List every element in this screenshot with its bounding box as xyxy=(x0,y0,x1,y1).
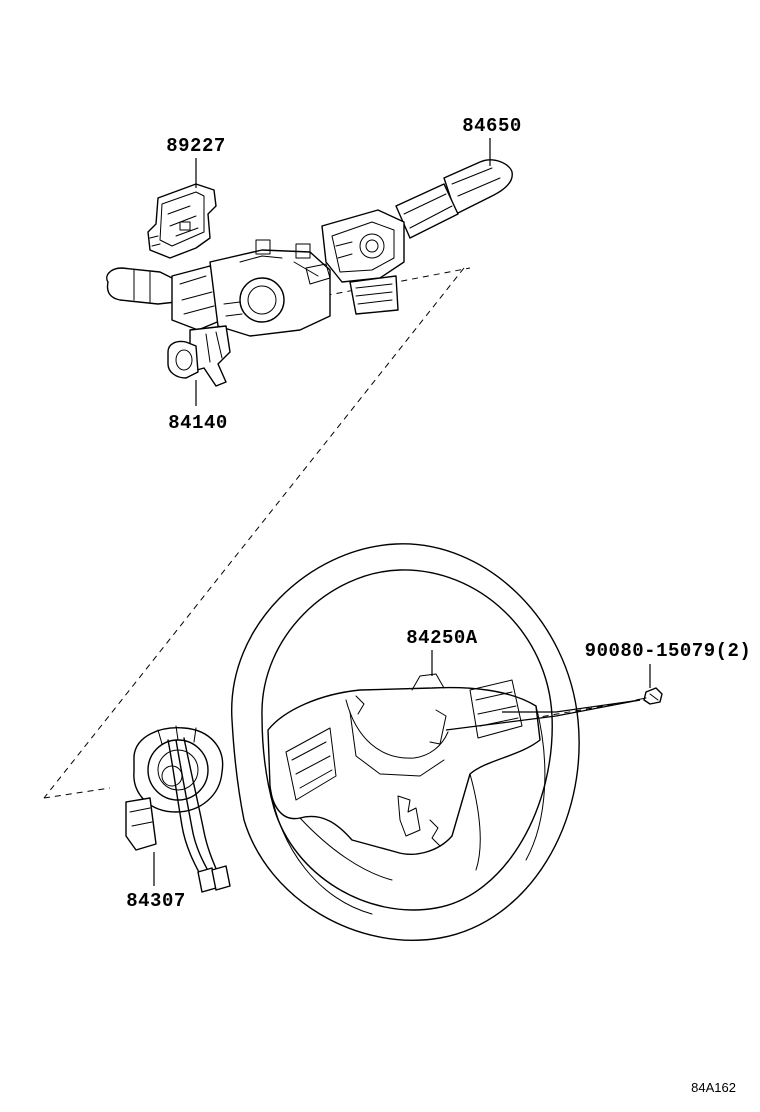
part-label-84250A[interactable]: 84250A xyxy=(406,627,478,649)
part-90080-screw-drawing xyxy=(635,687,663,705)
leader-lines xyxy=(153,138,651,886)
part-84140-drawing xyxy=(106,239,331,387)
part-84307-drawing xyxy=(125,725,231,893)
part-label-90080-15079[interactable]: 90080-15079(2) xyxy=(585,640,752,662)
part-label-89227[interactable]: 89227 xyxy=(166,135,226,157)
part-label-84307[interactable]: 84307 xyxy=(126,890,186,912)
figure-code: 84A162 xyxy=(691,1080,736,1095)
part-label-84650[interactable]: 84650 xyxy=(462,115,522,137)
part-labels: 89227 84650 84140 84250A 90080-15079(2) … xyxy=(126,115,751,912)
part-label-84140[interactable]: 84140 xyxy=(168,412,228,434)
part-89227-drawing xyxy=(147,183,217,259)
part-84250A-drawing xyxy=(231,543,580,941)
